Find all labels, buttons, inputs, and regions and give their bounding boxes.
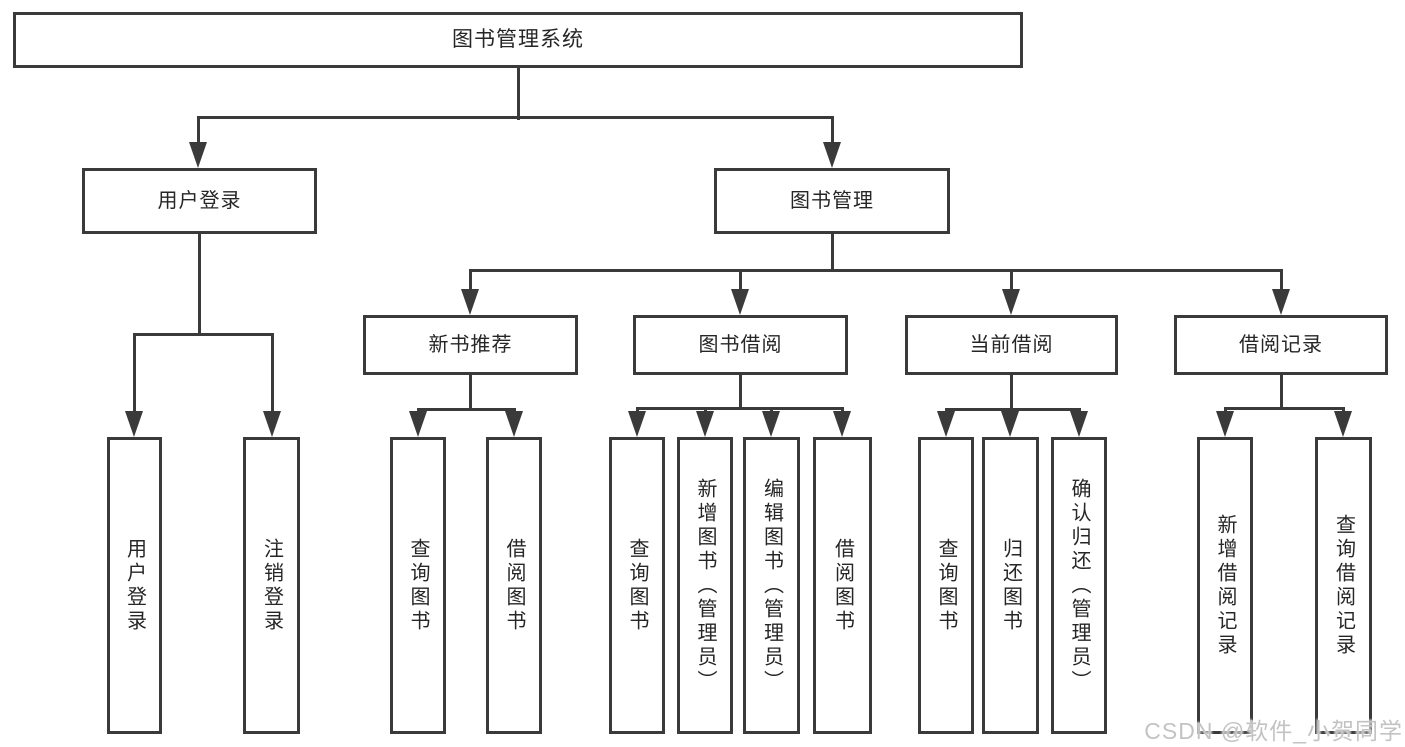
connector-hline — [945, 407, 1081, 411]
connector-hline — [197, 115, 834, 119]
node-label-leaf-query-books-borrow: 查询图书 — [626, 537, 648, 634]
watermark: CSDN @软件_小贺同学 — [1144, 718, 1403, 744]
arrow-down-icon — [628, 411, 646, 437]
arrow-down-icon — [1216, 411, 1234, 437]
node-label-leaf-edit-books-admin: 编辑图书（管理员） — [760, 477, 783, 694]
arrow-down-icon — [937, 411, 955, 437]
connector-vline — [516, 68, 520, 120]
connector-vline — [197, 234, 201, 336]
arrow-shaft — [196, 117, 200, 144]
arrow-down-icon — [1002, 289, 1020, 315]
node-label-leaf-borrow-books-recommend: 借阅图书 — [503, 537, 525, 634]
arrow-down-icon — [1334, 411, 1352, 437]
node-label-book-borrowing: 图书借阅 — [698, 334, 783, 356]
node-leaf-query-books-recommend: 查询图书 — [390, 437, 446, 734]
node-book-management: 图书管理 — [714, 168, 950, 234]
connector-hline — [417, 407, 516, 411]
node-label-user-login: 用户登录 — [157, 190, 242, 212]
arrow-down-icon — [263, 411, 281, 437]
node-leaf-add-books-admin: 新增图书（管理员） — [677, 437, 733, 734]
arrow-shaft — [1009, 270, 1013, 291]
node-leaf-confirm-return-admin: 确认归还（管理员） — [1051, 437, 1107, 734]
node-label-book-management: 图书管理 — [790, 190, 874, 212]
node-label-leaf-borrow-books: 借阅图书 — [831, 537, 854, 634]
node-user-login: 用户登录 — [82, 168, 317, 234]
node-label-leaf-add-borrow-record: 新增借阅记录 — [1214, 513, 1236, 658]
connector-vline — [1009, 375, 1013, 411]
arrow-down-icon — [125, 411, 143, 437]
connector-hline — [469, 268, 1283, 272]
node-label-leaf-confirm-return-admin: 确认归还（管理员） — [1068, 477, 1090, 694]
arrow-shaft — [703, 408, 707, 413]
node-label-new-book-recommendation: 新书推荐 — [428, 334, 513, 356]
node-borrowing-records: 借阅记录 — [1174, 315, 1388, 375]
node-leaf-user-login: 用户登录 — [107, 437, 162, 734]
arrow-shaft — [635, 408, 639, 413]
connector-hline — [133, 332, 274, 336]
node-leaf-query-books-borrow: 查询图书 — [609, 437, 665, 734]
arrow-shaft — [840, 408, 844, 413]
node-label-leaf-query-borrow-record: 查询借阅记录 — [1332, 513, 1355, 658]
arrow-shaft — [468, 270, 472, 291]
node-label-leaf-logout-login: 注销登录 — [260, 537, 283, 634]
arrow-down-icon — [1001, 411, 1019, 437]
node-label-leaf-return-books: 归还图书 — [999, 537, 1022, 634]
arrow-down-icon — [731, 289, 749, 315]
arrow-down-icon — [1272, 289, 1290, 315]
arrow-shaft — [1341, 408, 1345, 413]
node-leaf-query-borrow-record: 查询借阅记录 — [1315, 437, 1372, 734]
arrow-down-icon — [833, 411, 851, 437]
arrow-shaft — [830, 117, 834, 144]
node-leaf-borrow-books: 借阅图书 — [813, 437, 872, 734]
node-label-leaf-query-books-recommend: 查询图书 — [407, 537, 429, 634]
arrow-down-icon — [409, 411, 427, 437]
connector-hline — [636, 406, 844, 410]
node-new-book-recommendation: 新书推荐 — [363, 315, 578, 375]
node-current-borrowing: 当前借阅 — [905, 315, 1118, 375]
arrow-shaft — [1223, 408, 1227, 413]
arrow-down-icon — [461, 289, 479, 315]
connector-vline — [830, 234, 834, 272]
connector-vline — [1279, 375, 1283, 410]
arrow-down-icon — [1070, 411, 1088, 437]
arrow-shaft — [270, 334, 274, 413]
connector-vline — [738, 375, 742, 410]
arrow-shaft — [1279, 270, 1283, 291]
node-leaf-borrow-books-recommend: 借阅图书 — [486, 437, 542, 734]
arrow-down-icon — [505, 411, 523, 437]
arrow-down-icon — [189, 142, 207, 168]
node-root: 图书管理系统 — [13, 12, 1023, 68]
node-leaf-query-books-current: 查询图书 — [918, 437, 974, 734]
node-leaf-edit-books-admin: 编辑图书（管理员） — [743, 437, 800, 734]
arrow-down-icon — [823, 142, 841, 168]
node-label-root: 图书管理系统 — [452, 28, 584, 52]
node-label-current-borrowing: 当前借阅 — [969, 334, 1054, 356]
arrow-shaft — [132, 334, 136, 413]
node-label-leaf-user-login: 用户登录 — [123, 537, 146, 634]
arrow-down-icon — [696, 411, 714, 437]
arrow-shaft — [769, 408, 773, 413]
node-label-leaf-add-books-admin: 新增图书（管理员） — [694, 477, 716, 694]
connector-hline — [1224, 406, 1345, 410]
arrow-down-icon — [762, 411, 780, 437]
node-label-leaf-query-books-current: 查询图书 — [935, 537, 957, 634]
node-book-borrowing: 图书借阅 — [633, 315, 848, 375]
node-label-borrowing-records: 借阅记录 — [1239, 334, 1323, 356]
node-leaf-return-books: 归还图书 — [982, 437, 1039, 734]
node-leaf-logout-login: 注销登录 — [243, 437, 300, 734]
arrow-shaft — [738, 270, 742, 291]
connector-vline — [468, 375, 472, 411]
node-leaf-add-borrow-record: 新增借阅记录 — [1197, 437, 1253, 734]
